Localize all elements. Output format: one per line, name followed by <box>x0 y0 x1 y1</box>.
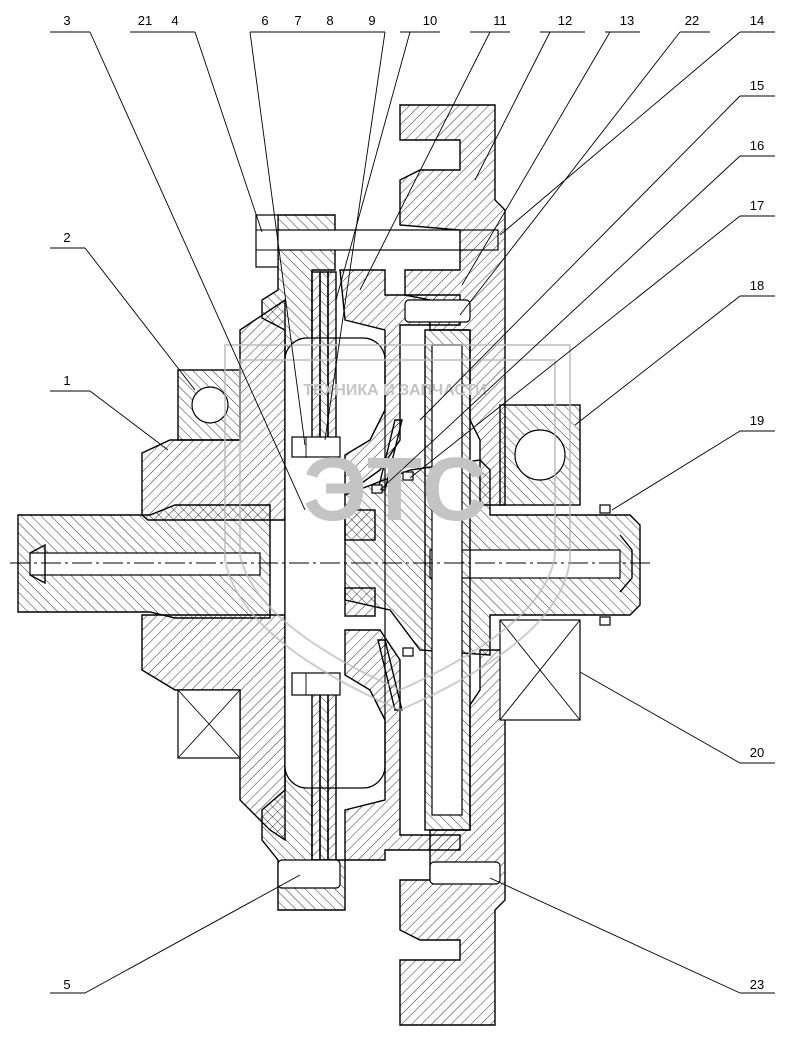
watermark-mark: ЭТС <box>303 440 487 540</box>
callout-20: 20 <box>750 745 764 760</box>
callout-5: 5 <box>63 977 70 992</box>
callout-22: 22 <box>685 13 699 28</box>
callout-14: 14 <box>750 13 764 28</box>
callout-1: 1 <box>63 373 70 388</box>
pressure-plate-lower <box>344 629 461 861</box>
callout-12: 12 <box>558 13 572 28</box>
callout-23: 23 <box>750 977 764 992</box>
callout-13: 13 <box>620 13 634 28</box>
seal-16 <box>371 484 383 494</box>
shaft-bore <box>29 552 261 576</box>
inner-ring-lower <box>344 587 376 617</box>
bearing-ball <box>191 386 229 424</box>
callout-11: 11 <box>493 13 507 28</box>
callout-labels: 3 21 4 6 7 8 9 10 11 12 13 22 14 15 16 1… <box>63 13 764 992</box>
callout-leaders <box>50 31 775 994</box>
callout-6: 6 <box>261 13 268 28</box>
friction-plates <box>311 271 337 861</box>
inner-ring <box>344 509 376 541</box>
callout-8: 8 <box>326 13 333 28</box>
disc-spring <box>377 419 403 491</box>
callout-10: 10 <box>423 13 437 28</box>
pin-5 <box>277 859 341 889</box>
seal-19-lower <box>599 616 611 626</box>
callout-16: 16 <box>750 138 764 153</box>
callout-2: 2 <box>63 230 70 245</box>
pin-upper <box>404 299 471 323</box>
callout-21: 21 <box>138 13 152 28</box>
watermark-text: ТЕХНИКА И ЗАПЧАСТИ <box>303 382 487 399</box>
pin-23 <box>429 861 501 885</box>
plate-bolts <box>291 436 341 696</box>
seal-19 <box>599 504 611 514</box>
callout-4: 4 <box>171 13 178 28</box>
callout-17: 17 <box>750 198 764 213</box>
callout-19: 19 <box>750 413 764 428</box>
callout-9: 9 <box>368 13 375 28</box>
seal-lower <box>402 647 414 657</box>
bearing-18-ball <box>514 429 566 481</box>
callout-7: 7 <box>294 13 301 28</box>
callout-18: 18 <box>750 278 764 293</box>
callout-3: 3 <box>63 13 70 28</box>
watermark: ТЕХНИКА И ЗАПЧАСТИ ЭТС <box>224 344 571 712</box>
center-wall-gap <box>431 344 463 816</box>
callout-15: 15 <box>750 78 764 93</box>
gear-housing-lower <box>399 649 506 1026</box>
